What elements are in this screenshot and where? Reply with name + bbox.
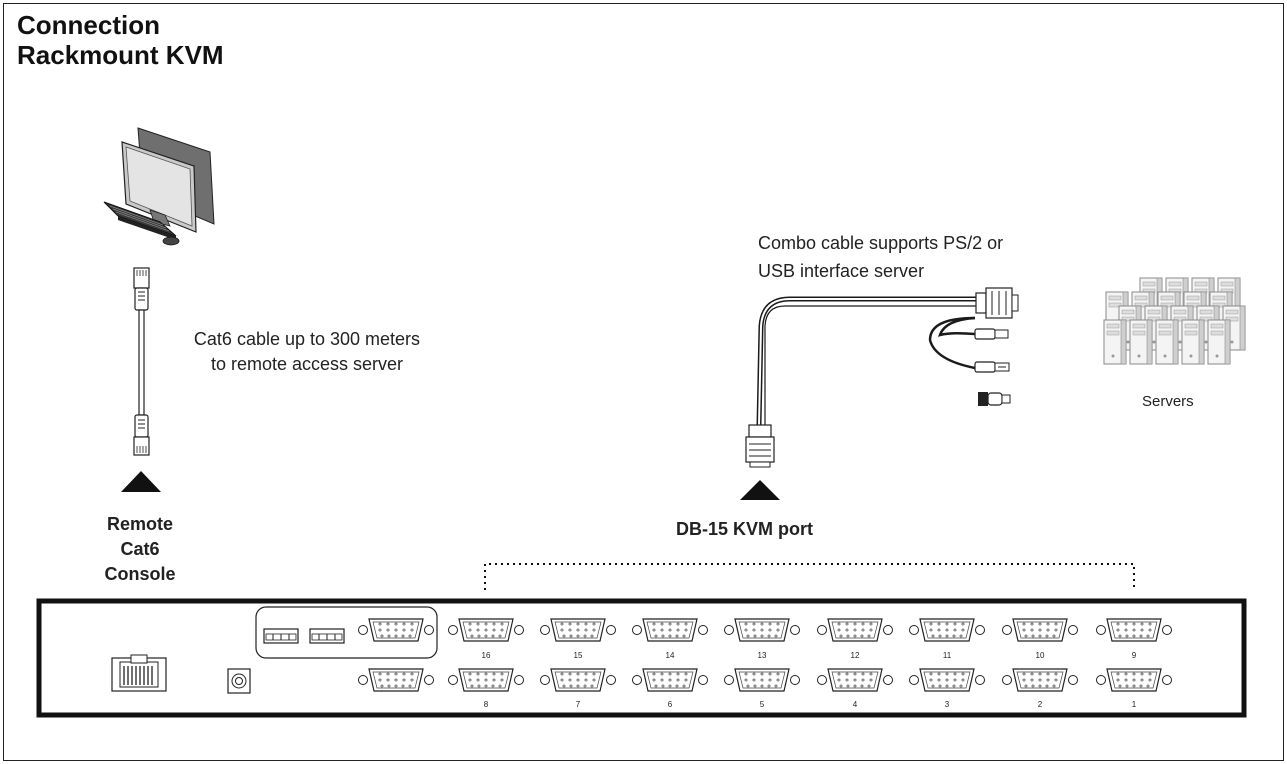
combo-note-line-1: Combo cable supports PS/2 or (758, 233, 1004, 253)
computer-icon (103, 127, 215, 246)
port-number-label: 6 (668, 700, 673, 709)
usb-ports (263, 628, 345, 644)
combo-note-line-2: USB interface server (758, 261, 925, 281)
cat6-note-line-1: Cat6 cable up to 300 meters (193, 329, 421, 349)
port-number-label: 11 (943, 651, 952, 660)
combo-note: Combo cable supports PS/2 or USB interfa… (758, 229, 1003, 285)
title-line-1: Connection (17, 10, 160, 40)
port-number-label: 16 (482, 651, 491, 660)
computer-port-bottom (448, 668, 524, 692)
server-tower-icon (1129, 319, 1153, 365)
computer-port-bottom (1096, 668, 1172, 692)
computer-port-bottom (724, 668, 800, 692)
port-number-label: 15 (574, 651, 583, 660)
kvm-port-label: DB-15 KVM port (676, 519, 814, 539)
remote-console-line-1: Remote (106, 514, 173, 534)
computer-port-top (1096, 618, 1172, 642)
adapter-icon (978, 392, 1011, 406)
port-number-label: 9 (1132, 651, 1137, 660)
diagram-title: Connection Rackmount KVM (17, 10, 224, 70)
port-number-label: 13 (758, 651, 767, 660)
computer-port-top (448, 618, 524, 642)
port-number-label: 4 (853, 700, 858, 709)
port-bracket (484, 563, 1135, 590)
computer-port-bottom (1002, 668, 1078, 692)
computer-port-top (724, 618, 800, 642)
computer-port-top (632, 618, 708, 642)
server-tower-icon (1207, 319, 1231, 365)
rj45-port (111, 654, 167, 692)
port-numbers: 16 8 15 7 14 6 13 5 12 4 11 3 10 2 9 1 (482, 651, 1137, 709)
port-number-label: 12 (851, 651, 860, 660)
computer-port-top (909, 618, 985, 642)
port-number-label: 5 (760, 700, 765, 709)
port-number-label: 14 (666, 651, 675, 660)
vga-connector (975, 287, 1019, 319)
computer-port-bottom (540, 668, 616, 692)
console-vga-port (358, 618, 434, 642)
power-jack (227, 668, 251, 694)
computer-port-bottom (817, 668, 893, 692)
computer-port-top (817, 618, 893, 642)
port-number-label: 8 (484, 700, 489, 709)
local-vga-port (358, 668, 434, 692)
combo-cable (756, 296, 976, 426)
computer-port-bottom (909, 668, 985, 692)
port-number-label: 2 (1038, 700, 1043, 709)
remote-console-line-2: Cat6 (120, 539, 160, 559)
computer-port-top (1002, 618, 1078, 642)
kvm-panel: 16 8 15 7 14 6 13 5 12 4 11 3 10 2 9 1 (36, 598, 1247, 718)
cat6-note: Cat6 cable up to 300 meters to remote ac… (172, 327, 442, 377)
ps2-plug-icon (974, 328, 1009, 340)
server-tower-icon (1155, 319, 1179, 365)
usb-plug-icon (974, 361, 1010, 373)
db15-connector (745, 424, 775, 468)
computer-port-top (540, 618, 616, 642)
remote-console-label: Remote Cat6 Console (80, 512, 200, 587)
vga-ports (358, 618, 1172, 692)
port-number-label: 7 (576, 700, 581, 709)
servers-label: Servers (1142, 393, 1194, 410)
port-number-label: 10 (1036, 651, 1045, 660)
server-tower-icon (1103, 319, 1127, 365)
server-tower-icon (1181, 319, 1205, 365)
remote-console-line-3: Console (104, 564, 176, 584)
computer-port-bottom (632, 668, 708, 692)
port-number-label: 1 (1132, 700, 1137, 709)
diagram-frame (3, 3, 1284, 761)
servers-icon (1103, 277, 1246, 365)
cat6-cable (133, 267, 150, 456)
arrow-up-icon (740, 480, 780, 500)
title-line-2: Rackmount KVM (17, 40, 224, 70)
arrow-up-icon (121, 471, 161, 492)
cat6-note-line-2: to remote access server (210, 354, 404, 374)
port-number-label: 3 (945, 700, 950, 709)
